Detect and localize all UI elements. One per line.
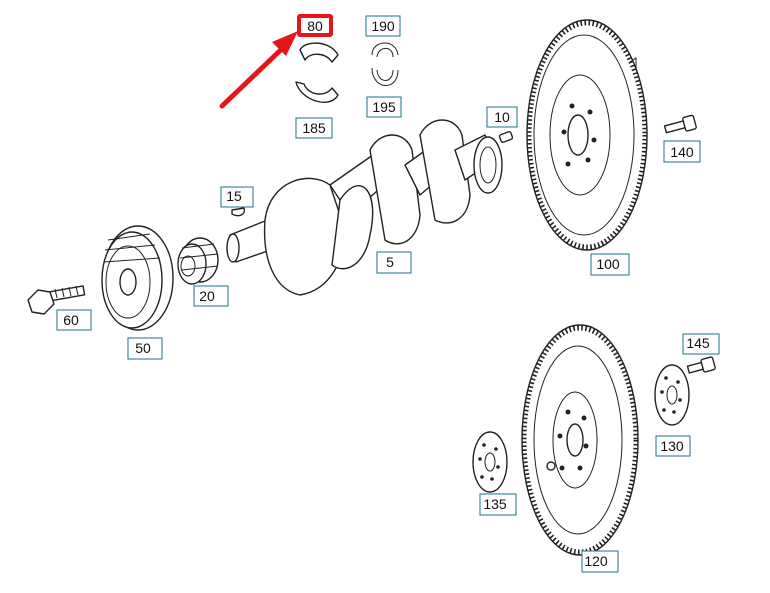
spacer-plate-front[interactable]: [472, 431, 508, 493]
callout-60-text: 60: [63, 312, 79, 328]
callout-190-text: 190: [371, 18, 395, 34]
callout-60[interactable]: 60: [56, 309, 92, 331]
drive-plate-bolt[interactable]: [686, 356, 716, 374]
highlight-arrow: [219, 31, 298, 109]
callout-185-text: 185: [302, 120, 326, 136]
callout-130[interactable]: 130: [655, 435, 691, 457]
callout-145-text: 145: [686, 335, 710, 351]
drive-plate[interactable]: [521, 324, 639, 556]
vibration-damper[interactable]: [101, 225, 174, 331]
callout-80-text: 80: [307, 18, 323, 34]
callout-15[interactable]: 15: [220, 186, 254, 208]
callout-130-text: 130: [660, 438, 684, 454]
callout-195-text: 195: [372, 99, 396, 115]
flywheel-bolt[interactable]: [663, 114, 697, 134]
callout-20-text: 20: [199, 288, 215, 304]
thrust-washers[interactable]: [371, 42, 399, 86]
crankshaft-bearing-shells[interactable]: [295, 42, 339, 103]
callout-100-text: 100: [596, 256, 620, 272]
callout-5[interactable]: 5: [376, 251, 412, 274]
pulley-bolt[interactable]: [27, 285, 86, 315]
callout-50[interactable]: 50: [127, 337, 163, 360]
callout-10-text: 10: [494, 109, 510, 125]
callout-50-text: 50: [135, 340, 151, 356]
callout-120-text: 120: [584, 553, 608, 569]
flywheel[interactable]: [526, 19, 648, 251]
crankshaft-sprocket[interactable]: [177, 237, 219, 285]
woodruff-key[interactable]: [231, 207, 246, 217]
callout-140[interactable]: 140: [663, 140, 701, 163]
callout-140-text: 140: [670, 144, 694, 160]
callout-135[interactable]: 135: [479, 493, 517, 516]
callout-145[interactable]: 145: [682, 333, 720, 355]
callout-100[interactable]: 100: [590, 253, 630, 276]
spacer-plate-rear[interactable]: [654, 364, 690, 426]
callout-185[interactable]: 185: [295, 117, 333, 139]
callout-190[interactable]: 190: [365, 15, 401, 37]
callout-10[interactable]: 10: [486, 106, 518, 128]
callout-5-text: 5: [386, 254, 394, 270]
callout-120[interactable]: 120: [581, 550, 619, 573]
callout-135-text: 135: [483, 496, 507, 512]
crankshaft[interactable]: [226, 119, 503, 296]
callout-195[interactable]: 195: [366, 96, 402, 118]
dowel-pin[interactable]: [498, 131, 514, 143]
callout-20[interactable]: 20: [193, 285, 229, 307]
callout-80[interactable]: 80: [297, 14, 333, 37]
callout-15-text: 15: [226, 188, 242, 204]
